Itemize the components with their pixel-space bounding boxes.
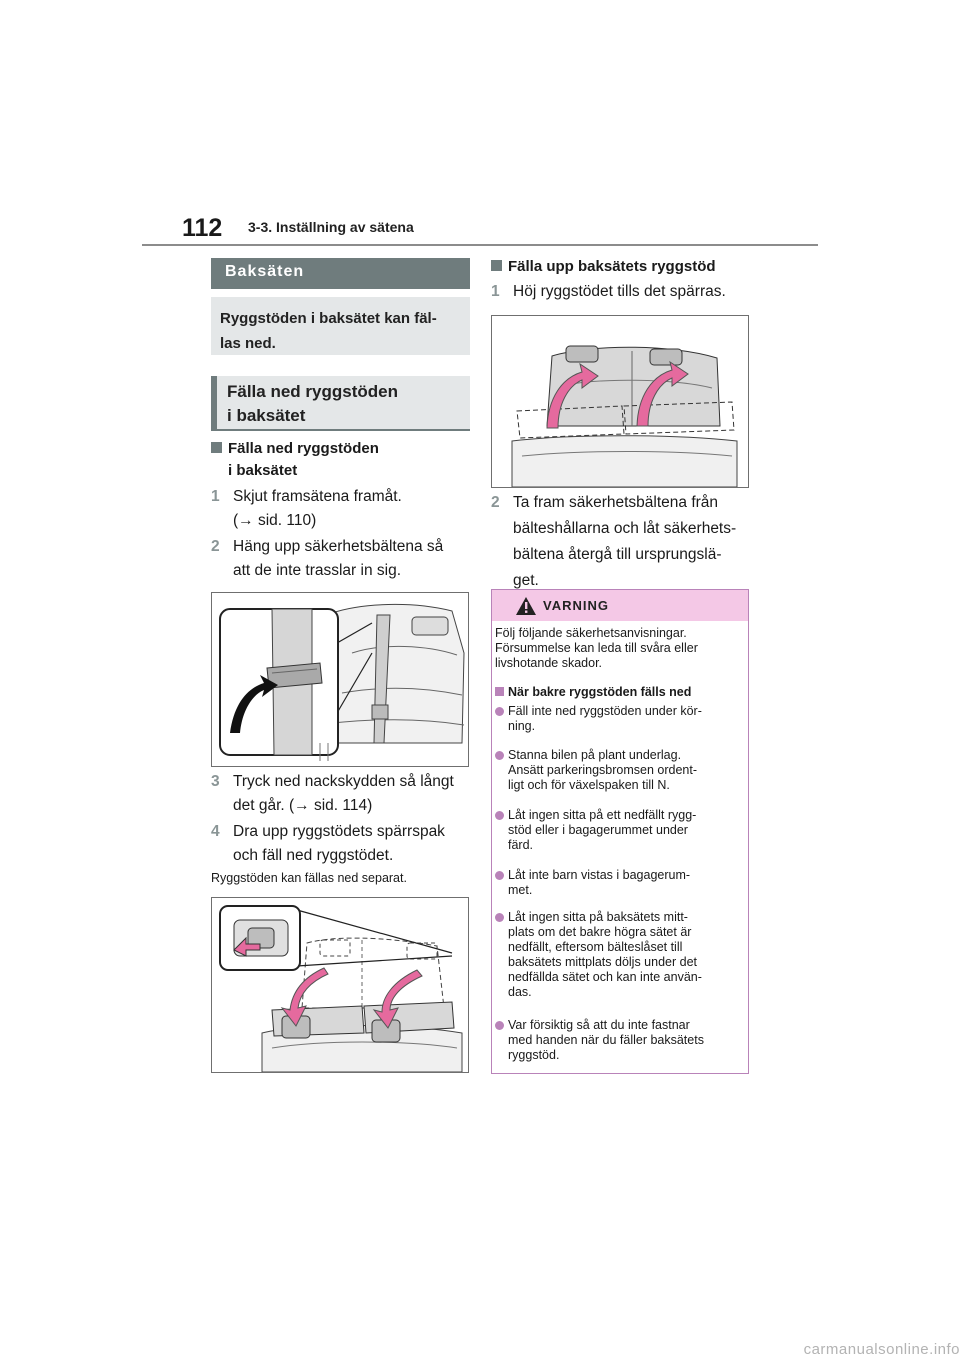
step-number: 3 <box>211 773 220 790</box>
step-line: bälteshållarna och låt säkerhets- <box>513 520 737 537</box>
subheading-line: i baksätet <box>227 406 306 425</box>
step-number: 2 <box>491 494 500 511</box>
bullet-line: stöd eller i bagagerummet under <box>508 823 688 837</box>
bullet-line: baksätets mittplats döljs under det <box>508 955 697 969</box>
bullet-line: färd. <box>508 838 534 852</box>
fold-up-illustration <box>491 315 749 488</box>
step-2: 2 Häng upp säkerhetsbältena så att de in… <box>211 535 470 583</box>
page-number: 112 <box>182 214 223 242</box>
topic-fold-down: Fälla ned ryggstöden i baksätet <box>211 438 379 482</box>
bullet-line: ligt och för växelspaken till N. <box>508 778 670 792</box>
bullet-line: Ansätt parkeringsbromsen ordent- <box>508 763 697 777</box>
step-line: och fäll ned ryggstödet. <box>233 847 394 864</box>
warning-intro-line: Följ följande säkerhetsanvisningar. <box>495 626 687 640</box>
step-line: att de inte trasslar in sig. <box>233 562 401 579</box>
step-number: 2 <box>211 538 220 555</box>
bullet-dot-icon <box>495 913 504 922</box>
bullet-line: met. <box>508 883 533 897</box>
warning-bullet: Stanna bilen på plant underlag. Ansätt p… <box>495 748 743 793</box>
warning-intro-line: Försummelse kan leda till svåra eller <box>495 641 698 655</box>
bullet-line: ryggstöd. <box>508 1048 560 1062</box>
step-line: Tryck ned nackskydden så långt <box>233 773 454 790</box>
step-number: 1 <box>491 283 500 300</box>
section-heading: Baksäten <box>211 258 470 289</box>
bullet-line: Låt ingen sitta på ett nedfällt rygg- <box>508 808 697 822</box>
bullet-line: nedfällda sätet och kan inte använ- <box>508 970 702 984</box>
warning-bullet: Var försiktig så att du inte fastnar med… <box>495 1018 743 1063</box>
bullet-line: das. <box>508 985 532 999</box>
bullet-line: Var försiktig så att du inte fastnar <box>508 1018 690 1032</box>
step-line: bältena återgå till ursprungslä- <box>513 546 722 563</box>
bullet-dot-icon <box>495 751 504 760</box>
intro-box: Ryggstöden i baksätet kan fäl- las ned. <box>211 297 470 355</box>
right-step-1: 1 Höj ryggstödet tills det spärras. <box>491 280 753 304</box>
bullet-line: Stanna bilen på plant underlag. <box>508 748 682 762</box>
bullet-line: plats om det bakre högra sätet är <box>508 925 692 939</box>
warning-triangle-icon <box>516 597 536 615</box>
step-1: 1 Skjut framsätena framåt. (→ sid. 110) <box>211 485 470 533</box>
bullet-dot-icon <box>495 707 504 716</box>
square-bullet-icon <box>211 442 222 453</box>
topic-line: Fälla upp baksätets ryggstöd <box>508 258 716 275</box>
step-number: 1 <box>211 488 220 505</box>
warning-bullet: Låt ingen sitta på ett nedfällt rygg- st… <box>495 808 743 853</box>
warning-intro: Följ följande säkerhetsanvisningar. Förs… <box>495 626 698 671</box>
topic-line: i baksätet <box>228 462 298 479</box>
warning-bullet: Låt inte barn vistas i bagagerum- met. <box>495 868 743 898</box>
note: Ryggstöden kan fällas ned separat. <box>211 871 407 885</box>
bullet-line: Låt inte barn vistas i bagagerum- <box>508 868 691 882</box>
bullet-line: Låt ingen sitta på baksätets mitt- <box>508 910 688 924</box>
intro-line: Ryggstöden i baksätet kan fäl- <box>220 310 437 327</box>
warning-title: VARNING <box>543 598 609 613</box>
warning-subheading-text: När bakre ryggstöden fälls ned <box>508 685 692 699</box>
warning-bullet: Låt ingen sitta på baksätets mitt- plats… <box>495 910 743 1000</box>
bullet-dot-icon <box>495 811 504 820</box>
step-3: 3 Tryck ned nackskydden så långt det går… <box>211 770 470 818</box>
step-4: 4 Dra upp ryggstödets spärrspak och fäll… <box>211 820 470 868</box>
right-step-2: 2 Ta fram säkerhetsbältena från bälteshå… <box>491 490 753 594</box>
step-line: Höj ryggstödet tills det spärras. <box>513 283 726 300</box>
topic-fold-up: Fälla upp baksätets ryggstöd <box>491 256 716 278</box>
watermark: carmanualsonline.info <box>803 1341 960 1358</box>
bullet-line: Fäll inte ned ryggstöden under kör- <box>508 704 702 718</box>
seatbelt-illustration <box>211 592 469 767</box>
step-line: (→ sid. 110) <box>233 512 317 529</box>
fold-down-illustration <box>211 897 469 1073</box>
step-number: 4 <box>211 823 220 840</box>
bullet-dot-icon <box>495 871 504 880</box>
topic-line: Fälla ned ryggstöden <box>228 440 379 457</box>
warning-bullet: Fäll inte ned ryggstöden under kör- ning… <box>495 704 743 734</box>
square-bullet-icon <box>491 260 502 271</box>
step-line: Ta fram säkerhetsbältena från <box>513 494 719 511</box>
bullet-dot-icon <box>495 1021 504 1030</box>
warning-intro-line: livshotande skador. <box>495 656 603 670</box>
subheading: Fälla ned ryggstöden i baksätet <box>211 376 470 431</box>
warning-box: VARNING Följ följande säkerhetsanvisning… <box>491 589 749 1074</box>
intro-line: las ned. <box>220 335 276 352</box>
step-line: det går. (→ sid. 114) <box>233 797 373 814</box>
section-title: 3-3. Inställning av sätena <box>248 219 414 235</box>
bullet-line: med handen när du fäller baksätets <box>508 1033 704 1047</box>
subheading-line: Fälla ned ryggstöden <box>227 382 398 401</box>
bullet-line: nedfällt, eftersom bälteslåset till <box>508 940 683 954</box>
step-line: Häng upp säkerhetsbältena så <box>233 538 444 555</box>
header-rule <box>142 244 818 246</box>
step-line: get. <box>513 572 539 589</box>
bullet-line: ning. <box>508 719 536 733</box>
step-line: Dra upp ryggstödets spärrspak <box>233 823 445 840</box>
warning-header: VARNING <box>492 590 748 621</box>
step-line: Skjut framsätena framåt. <box>233 488 402 505</box>
square-bullet-icon <box>495 687 504 696</box>
warning-subheading: När bakre ryggstöden fälls ned <box>495 685 691 699</box>
